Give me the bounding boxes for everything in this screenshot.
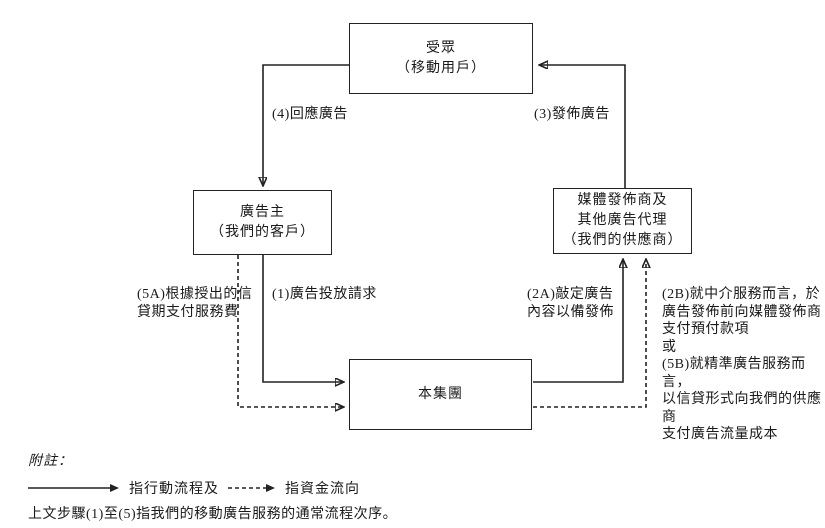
edge-label-step4: (4)回應廣告 (272, 107, 348, 122)
box-group: 本集團 (349, 359, 532, 430)
arrow-step2a-finalize-ad-content (533, 260, 623, 383)
arrow-step4-respond-ads (263, 64, 350, 185)
edge-label-step2b5b: (2B)就中介服務而言，於 廣告發佈前向媒體發佈商 支付預付款項 或 (5B)就… (662, 287, 822, 442)
arrow-step3-publish-ads (540, 65, 626, 188)
box-advertiser: 廣告主 （我們的客戶） (193, 190, 332, 255)
legend-dashed-label: 指資金流向 (285, 482, 360, 497)
box-publisher: 媒體發佈商及 其他廣告代理 （我們的供應商） (553, 188, 692, 254)
legend-solid-label: 指行動流程及 (129, 482, 219, 497)
edge-label-step5a: (5A)根據授出的信 貸期支付服務費 (137, 287, 253, 320)
footnote: 上文步驟(1)至(5)指我們的移動廣告服務的通常流程次序。 (28, 507, 398, 522)
dashed-arrow-icon (228, 484, 275, 492)
arrow-step2b5b-pay-suppliers (533, 260, 646, 408)
legend-row: 指行動流程及 指資金流向 (28, 478, 360, 498)
box-audience: 受眾 （移動用戶） (349, 23, 533, 94)
solid-arrow-icon (28, 484, 119, 492)
notes-heading: 附註： (28, 454, 73, 469)
arrow-step5a-pay-service-fee (237, 255, 343, 407)
edge-label-step2a: (2A)敲定廣告 內容以備發佈 (527, 287, 614, 320)
edge-label-step1: (1)廣告投放請求 (272, 287, 377, 302)
edge-label-step3: (3)發佈廣告 (534, 107, 610, 122)
arrow-step1-ad-placement-request (262, 255, 343, 382)
